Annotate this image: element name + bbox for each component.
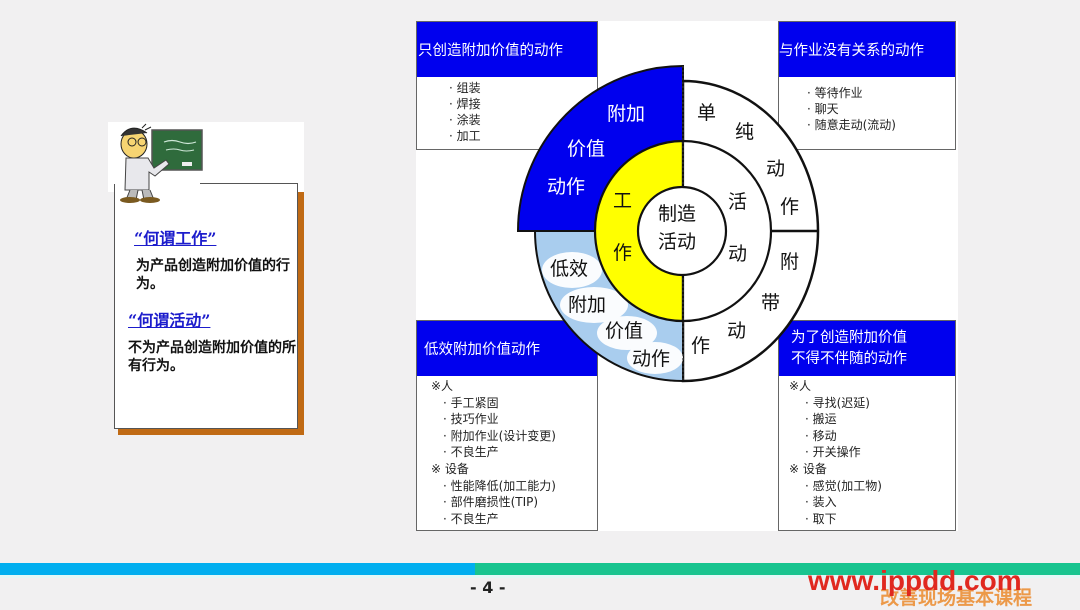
incidental-char-2: 带 bbox=[761, 292, 781, 314]
box-title: 低效附加价值动作 bbox=[417, 321, 597, 376]
page-number: - 4 - bbox=[470, 578, 506, 597]
list-item: ※ 设备 bbox=[431, 461, 469, 476]
card-border-top bbox=[200, 183, 298, 184]
list-item: · 移动 bbox=[805, 428, 837, 443]
list-item: · 随意走动(流动) bbox=[807, 118, 896, 132]
list-item: · 开关操作 bbox=[805, 445, 861, 460]
low-eff-line2: 附加 bbox=[568, 294, 607, 316]
list-item: · 取下 bbox=[805, 511, 837, 526]
list-item: · 组装 bbox=[449, 81, 481, 95]
core-label-line2: 活动 bbox=[658, 231, 697, 253]
value-added-line3: 动作 bbox=[547, 176, 586, 198]
value-added-line1: 附加 bbox=[607, 103, 646, 125]
low-eff-line3: 价值 bbox=[605, 320, 644, 342]
box-incidental-actions: 为了创造附加价值 不得不伴随的动作 ※人 · 寻找(迟延) · 搬运 · 移动 … bbox=[778, 320, 956, 531]
list-item: · 不良生产 bbox=[443, 445, 499, 460]
simple-char-1: 单 bbox=[697, 102, 717, 124]
box-list: ※人 · 寻找(迟延) · 搬运 · 移动 · 开关操作 ※ 设备 · 感觉(加… bbox=[779, 376, 955, 527]
definition-card bbox=[114, 184, 298, 429]
box-low-efficiency: 低效附加价值动作 ※人 · 手工紧固 · 技巧作业 · 附加作业(设计变更) ·… bbox=[416, 320, 598, 531]
box-list: · 组装 · 焊接 · 涂装 · 加工 bbox=[417, 77, 597, 144]
list-item: ※人 bbox=[431, 379, 454, 393]
list-item: · 手工紧固 bbox=[443, 395, 499, 410]
activity-char-1: 活 bbox=[728, 191, 748, 213]
watermark-url: www.ippdd.com bbox=[808, 565, 1022, 596]
footer-bar-highlight bbox=[0, 575, 1080, 578]
incidental-char-4: 作 bbox=[691, 335, 711, 357]
box-list: ※人 · 手工紧固 · 技巧作业 · 附加作业(设计变更) · 不良生产 ※ 设… bbox=[417, 376, 597, 527]
box-title: 只创造附加价值的动作 bbox=[417, 22, 597, 77]
list-item: · 附加作业(设计变更) bbox=[443, 428, 556, 443]
box-list: · 等待作业 · 聊天 · 随意走动(流动) bbox=[779, 77, 955, 133]
simple-char-2: 纯 bbox=[735, 121, 755, 143]
box-title: 与作业没有关系的动作 bbox=[779, 22, 955, 77]
list-item: · 技巧作业 bbox=[443, 412, 499, 427]
footer-bar-blue bbox=[0, 563, 475, 575]
definition-work: 为产品创造附加价值的行为。 bbox=[136, 258, 290, 292]
low-eff-line1: 低效 bbox=[550, 258, 589, 280]
simple-char-3: 动 bbox=[766, 158, 786, 180]
core-label-line1: 制造 bbox=[658, 203, 697, 225]
list-item: · 感觉(加工物) bbox=[805, 478, 882, 493]
heading-what-is-work: “何谓工作” bbox=[134, 229, 217, 248]
list-item: · 焊接 bbox=[449, 97, 481, 111]
footer-bar-green bbox=[475, 563, 1080, 575]
list-item: · 聊天 bbox=[807, 102, 839, 116]
incidental-char-3: 动 bbox=[727, 320, 747, 342]
incidental-char-1: 附 bbox=[780, 251, 800, 273]
teacher-at-blackboard-icon bbox=[120, 123, 203, 203]
manufacturing-activity-core bbox=[636, 185, 728, 277]
activity-char-2: 动 bbox=[728, 243, 748, 265]
list-item: · 等待作业 bbox=[807, 86, 863, 100]
box-unrelated-actions: 与作业没有关系的动作 · 等待作业 · 聊天 · 随意走动(流动) bbox=[778, 21, 956, 150]
list-item: · 涂装 bbox=[449, 113, 481, 127]
box-title: 为了创造附加价值 不得不伴随的动作 bbox=[779, 321, 955, 376]
list-item: ※人 bbox=[789, 379, 812, 393]
list-item: · 不良生产 bbox=[443, 511, 499, 526]
work-char-2: 作 bbox=[613, 242, 633, 264]
simple-char-4: 作 bbox=[780, 196, 800, 218]
list-item: ※ 设备 bbox=[789, 461, 827, 476]
value-added-line2: 价值 bbox=[567, 138, 606, 160]
list-item: · 搬运 bbox=[805, 412, 837, 427]
list-item: · 装入 bbox=[805, 495, 837, 510]
box-title-line: 不得不伴随的动作 bbox=[791, 350, 907, 367]
cloud-shapes bbox=[542, 252, 683, 374]
list-item: · 部件磨损性(TIP) bbox=[443, 495, 539, 510]
list-item: · 性能降低(加工能力) bbox=[443, 478, 556, 493]
list-item: · 寻找(迟延) bbox=[805, 395, 870, 410]
heading-what-is-activity: “何谓活动” bbox=[128, 311, 211, 330]
work-char-1: 工 bbox=[613, 190, 633, 212]
low-eff-line4: 动作 bbox=[632, 348, 671, 370]
watermark-subtitle: 改善现场基本课程 bbox=[880, 587, 1033, 609]
definition-activity: 不为产品创造附加价值的所有行为。 bbox=[128, 340, 296, 374]
box-title-line: 为了创造附加价值 bbox=[791, 329, 907, 346]
list-item: · 加工 bbox=[449, 129, 481, 143]
